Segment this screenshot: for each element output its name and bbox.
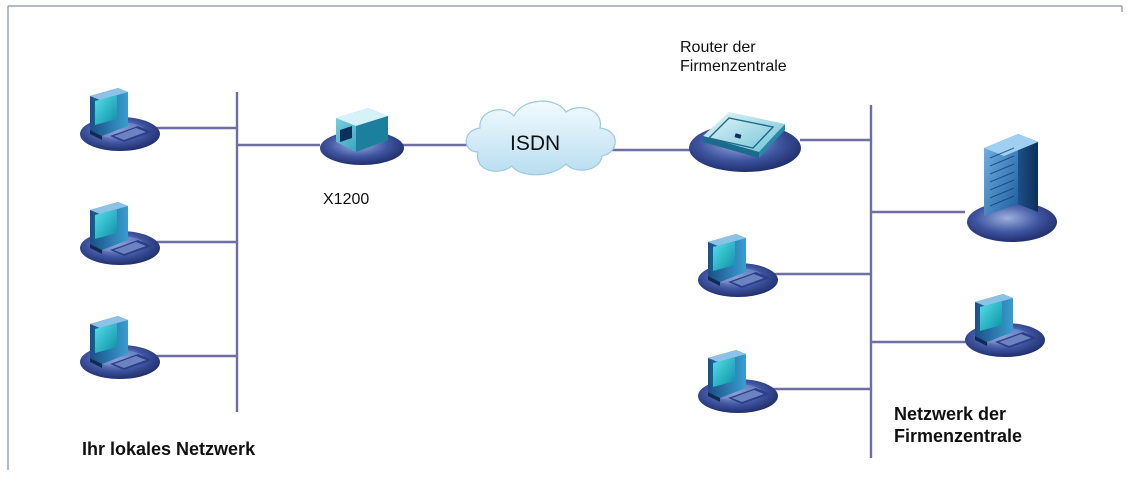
x1200-label: X1200 bbox=[323, 191, 370, 208]
router-icon bbox=[689, 112, 801, 172]
router-hq-label: Router der Firmenzentrale bbox=[680, 38, 787, 76]
local-network-label: Ihr lokales Netzwerk bbox=[82, 439, 256, 459]
network-links bbox=[145, 92, 968, 458]
desktop-computer-icon bbox=[698, 234, 778, 297]
isdn-label: ISDN bbox=[510, 132, 561, 155]
desktop-computer-icon bbox=[80, 88, 160, 151]
desktop-computer-icon bbox=[80, 316, 160, 379]
x1200-router-icon bbox=[320, 108, 404, 165]
desktop-computer-icon bbox=[698, 350, 778, 413]
isdn-cloud-icon bbox=[465, 100, 616, 176]
diagram-frame bbox=[7, 5, 1123, 470]
router-hq-label-line2: Firmenzentrale bbox=[680, 58, 787, 76]
desktop-computer-icon bbox=[80, 202, 160, 265]
hq-network-label-line2: Firmenzentrale bbox=[894, 425, 1023, 446]
desktop-computer-icon bbox=[965, 294, 1045, 357]
router-hq-label-line1: Router der bbox=[680, 39, 756, 56]
hq-network-label: Netzwerk der Firmenzentrale bbox=[894, 404, 1022, 447]
server-tower-icon bbox=[966, 133, 1058, 243]
hq-network-label-line1: Netzwerk der bbox=[894, 404, 1007, 424]
